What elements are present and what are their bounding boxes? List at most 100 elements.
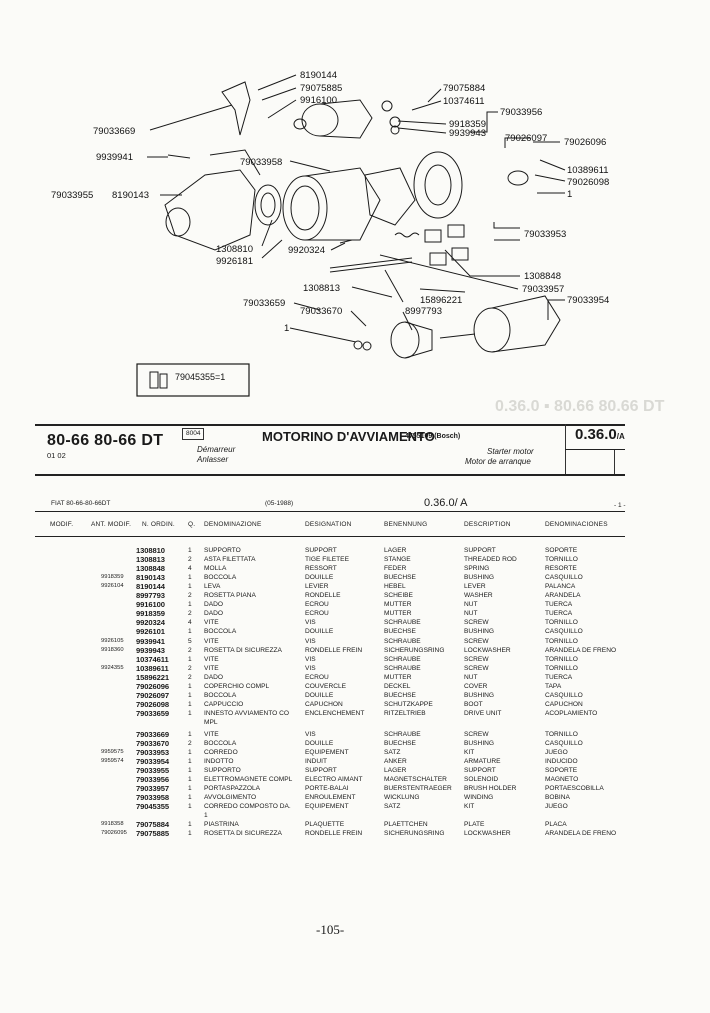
cell-fr: RESSORT (305, 565, 337, 573)
cell-ant: 9959574 (101, 757, 124, 764)
cell-es: BOBINA (545, 793, 570, 801)
callout-label: 79033953 (524, 229, 567, 240)
cell-num: 79026097 (136, 690, 169, 700)
cell-fr: COUVERCLE (305, 682, 347, 690)
cell-en: NUT (464, 601, 478, 609)
callout-label: 79026097 (505, 133, 548, 144)
cell-qty: 1 (188, 793, 192, 801)
cell-it: INNESTO AVVIAMENTO CO (204, 709, 290, 717)
cell-it: SUPPORTO (204, 766, 241, 774)
cell-de: STANGE (384, 556, 411, 564)
cell-num: 79033954 (136, 756, 169, 766)
group-code: 8004 (182, 428, 205, 440)
cell-es: TORNILLO (545, 619, 578, 627)
cell-en: SCREW (464, 730, 489, 738)
cell-fr: ELECTRO AIMANT (305, 775, 363, 783)
cell-it: PORTASPAZZOLA (204, 784, 261, 792)
callout-label: 8997793 (405, 306, 442, 317)
cell-qty: 2 (188, 646, 192, 654)
callout-label: 1308810 (216, 244, 253, 255)
section-code: 0.36.0/A (575, 426, 625, 443)
cell-en: NUT (464, 610, 478, 618)
col-n-ordin: N. ORDIN. (142, 521, 175, 528)
cell-en: BOOT (464, 700, 483, 708)
cell-ant: 9924355 (101, 664, 124, 671)
callout-label: 1308813 (303, 283, 340, 294)
cell-es: TORNILLO (545, 664, 578, 672)
cell-fr: DOUILLE (305, 739, 334, 747)
model-title: 80-66 80-66 DT (47, 432, 164, 449)
cell-num: 79075884 (136, 820, 169, 829)
cell-en: BUSHING (464, 574, 495, 582)
cell-it: BOCCOLA (204, 691, 237, 699)
callout-label: 79033659 (243, 298, 286, 309)
col-denominaciones: DENOMINACIONES (545, 521, 608, 528)
cell-fr: RONDELLE (305, 592, 341, 600)
cell-num: 8190144 (136, 582, 165, 592)
cell-fr: VIS (305, 619, 316, 627)
cell-fr: VIS (305, 664, 316, 672)
cell-en: LOCKWASHER (464, 646, 511, 654)
cell-de: SCHEIBE (384, 592, 413, 600)
cell-it: BOCCOLA (204, 574, 237, 582)
cell-en: WINDING (464, 793, 494, 801)
cell-qty: 1 (188, 802, 192, 810)
cell-fr: TIGE FILETEE (305, 556, 349, 564)
cell-es: TORNILLO (545, 556, 578, 564)
cell-es: ARANDELA DE FRENO (545, 646, 617, 654)
cell-qty: 1 (188, 821, 192, 828)
cell-it: VITE (204, 730, 219, 738)
col-qty: Q. (188, 521, 196, 528)
cell-de: FEDER (384, 565, 407, 573)
cell-num: 9939941 (136, 636, 165, 646)
cell-ant: 9918358 (101, 821, 124, 827)
callout-label: 79033955 (51, 190, 94, 201)
divider (565, 449, 625, 450)
callout-label: 79033954 (567, 295, 610, 306)
cell-es: CAPUCHON (545, 700, 583, 708)
col-benennung: BENENNUNG (384, 521, 428, 528)
callout-label: 10374611 (443, 96, 485, 107)
cell-it: BOCCOLA (204, 739, 237, 747)
date-line: (05-1988) (265, 500, 294, 507)
cell-it: CORREDO (204, 748, 238, 756)
column-header-rule (35, 536, 625, 537)
cell-it: VITE (204, 619, 219, 627)
cell-en: LOCKWASHER (464, 830, 511, 838)
cell-fr: ECROU (305, 673, 329, 681)
cell-qty: 1 (188, 766, 192, 774)
col-denominazione: DENOMINAZIONE (204, 521, 262, 528)
cell-de: SICHERUNGSRING (384, 646, 445, 654)
cell-it: ASTA FILETTATA (204, 556, 256, 564)
cell-fr: SUPPORT (305, 766, 337, 774)
cell-qty: 1 (188, 682, 192, 690)
callout-label: 79033670 (300, 306, 343, 317)
cell-es: TORNILLO (545, 655, 578, 663)
cell-de: WICKLUNG (384, 793, 420, 801)
cell-qty: 2 (188, 610, 192, 618)
cell-fr: PLAQUETTE (305, 821, 345, 828)
cell-en: WASHER (464, 592, 493, 600)
table-row: 1 (0, 811, 710, 820)
cell-en: BUSHING (464, 739, 495, 747)
cell-it: MPL (204, 718, 218, 726)
cell-it: 1 (204, 811, 208, 819)
cell-it: BOCCOLA (204, 628, 237, 636)
cell-de: BUECHSE (384, 574, 416, 582)
cell-num: 1308848 (136, 564, 165, 574)
cell-num: 79033953 (136, 747, 169, 757)
callout-label: 9926181 (216, 256, 253, 267)
cell-en: SCREW (464, 664, 489, 672)
cell-en: KIT (464, 802, 475, 810)
